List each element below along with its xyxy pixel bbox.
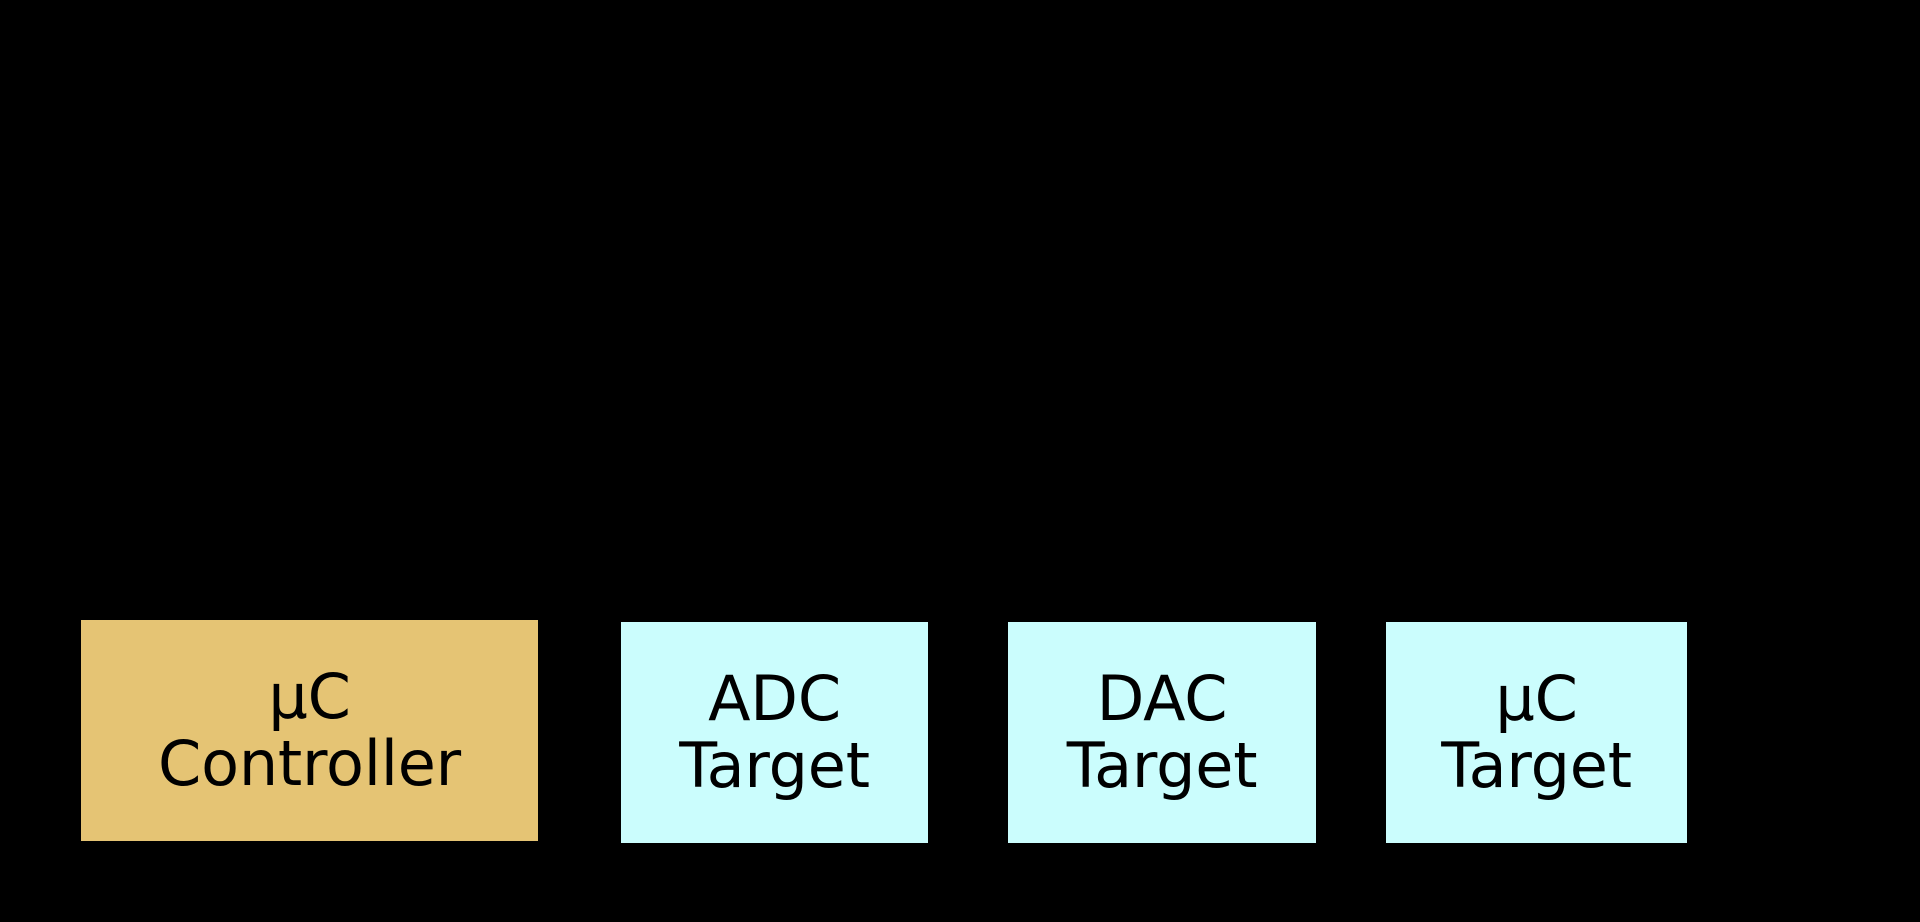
block-dac-target-line-2: Target [1066, 728, 1258, 802]
block-mcu-target-line-1: µC [1495, 662, 1578, 736]
block-mcu-target[interactable]: µC Target [1386, 622, 1687, 843]
block-dac-target[interactable]: DAC Target [1008, 622, 1316, 843]
block-adc-target-line-2: Target [679, 728, 870, 802]
block-mcu-controller[interactable]: µC Controller [81, 620, 538, 841]
block-mcu-controller-line-1: µC [268, 660, 351, 734]
block-mcu-controller-line-2: Controller [158, 726, 461, 800]
block-adc-target[interactable]: ADC Target [621, 622, 928, 843]
block-dac-target-line-1: DAC [1096, 662, 1228, 736]
block-adc-target-line-1: ADC [708, 662, 841, 736]
block-mcu-target-line-2: Target [1441, 728, 1632, 802]
